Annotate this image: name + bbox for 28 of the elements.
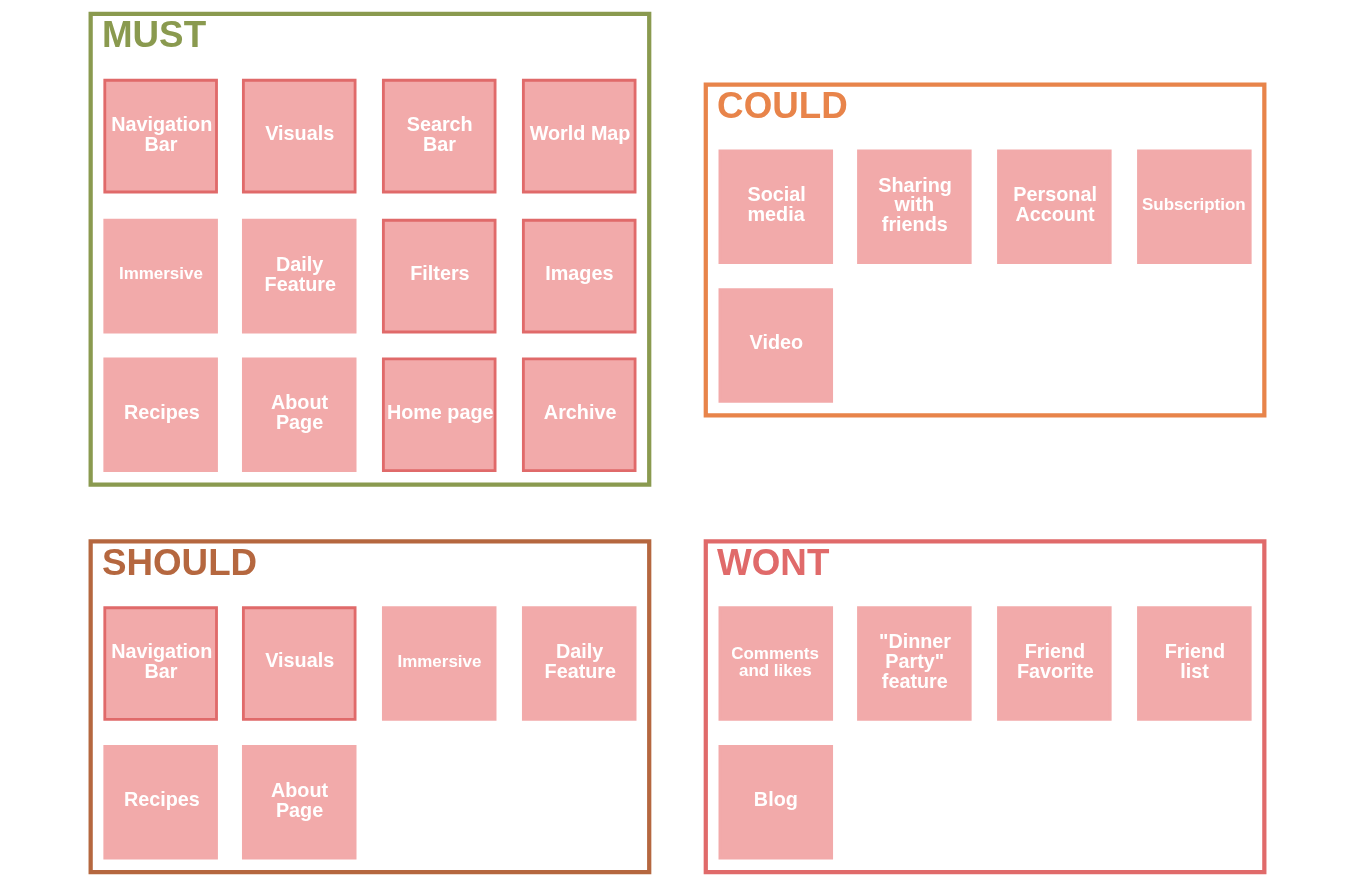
node-box: Daily Feature <box>241 218 356 334</box>
node-box: Daily Feature <box>521 606 636 721</box>
node-box: Immersive <box>381 606 496 721</box>
node-box: Recipes <box>102 744 218 860</box>
node-box: World Map <box>521 78 636 194</box>
node-box: Video <box>718 288 833 403</box>
node-box: Filters <box>381 218 496 334</box>
node-box: Subscription <box>1136 149 1252 265</box>
node-box: Archive <box>521 357 636 472</box>
node-box: Visuals <box>241 78 356 194</box>
node-box: Navigation Bar <box>102 78 218 194</box>
node-box: Friend list <box>1136 606 1252 721</box>
node-box: Immersive <box>102 218 218 334</box>
node-box: Blog <box>718 744 833 860</box>
node-box: Images <box>521 218 636 334</box>
node-box: About Page <box>241 357 356 472</box>
node-box: Search Bar <box>381 78 496 194</box>
node-box: Friend Favorite <box>996 606 1112 721</box>
node-box: Navigation Bar <box>102 606 218 721</box>
node-box: Comments and likes <box>718 606 833 721</box>
node-box: Social media <box>718 149 833 265</box>
node-box: Personal Account <box>996 149 1112 265</box>
node-box: Sharing with friends <box>856 149 972 265</box>
node-box: Visuals <box>241 606 356 721</box>
node-box: About Page <box>241 744 356 860</box>
node-box: "Dinner Party" feature <box>856 606 972 721</box>
node-box: Recipes <box>102 357 218 472</box>
node-box: Home page <box>381 357 496 472</box>
